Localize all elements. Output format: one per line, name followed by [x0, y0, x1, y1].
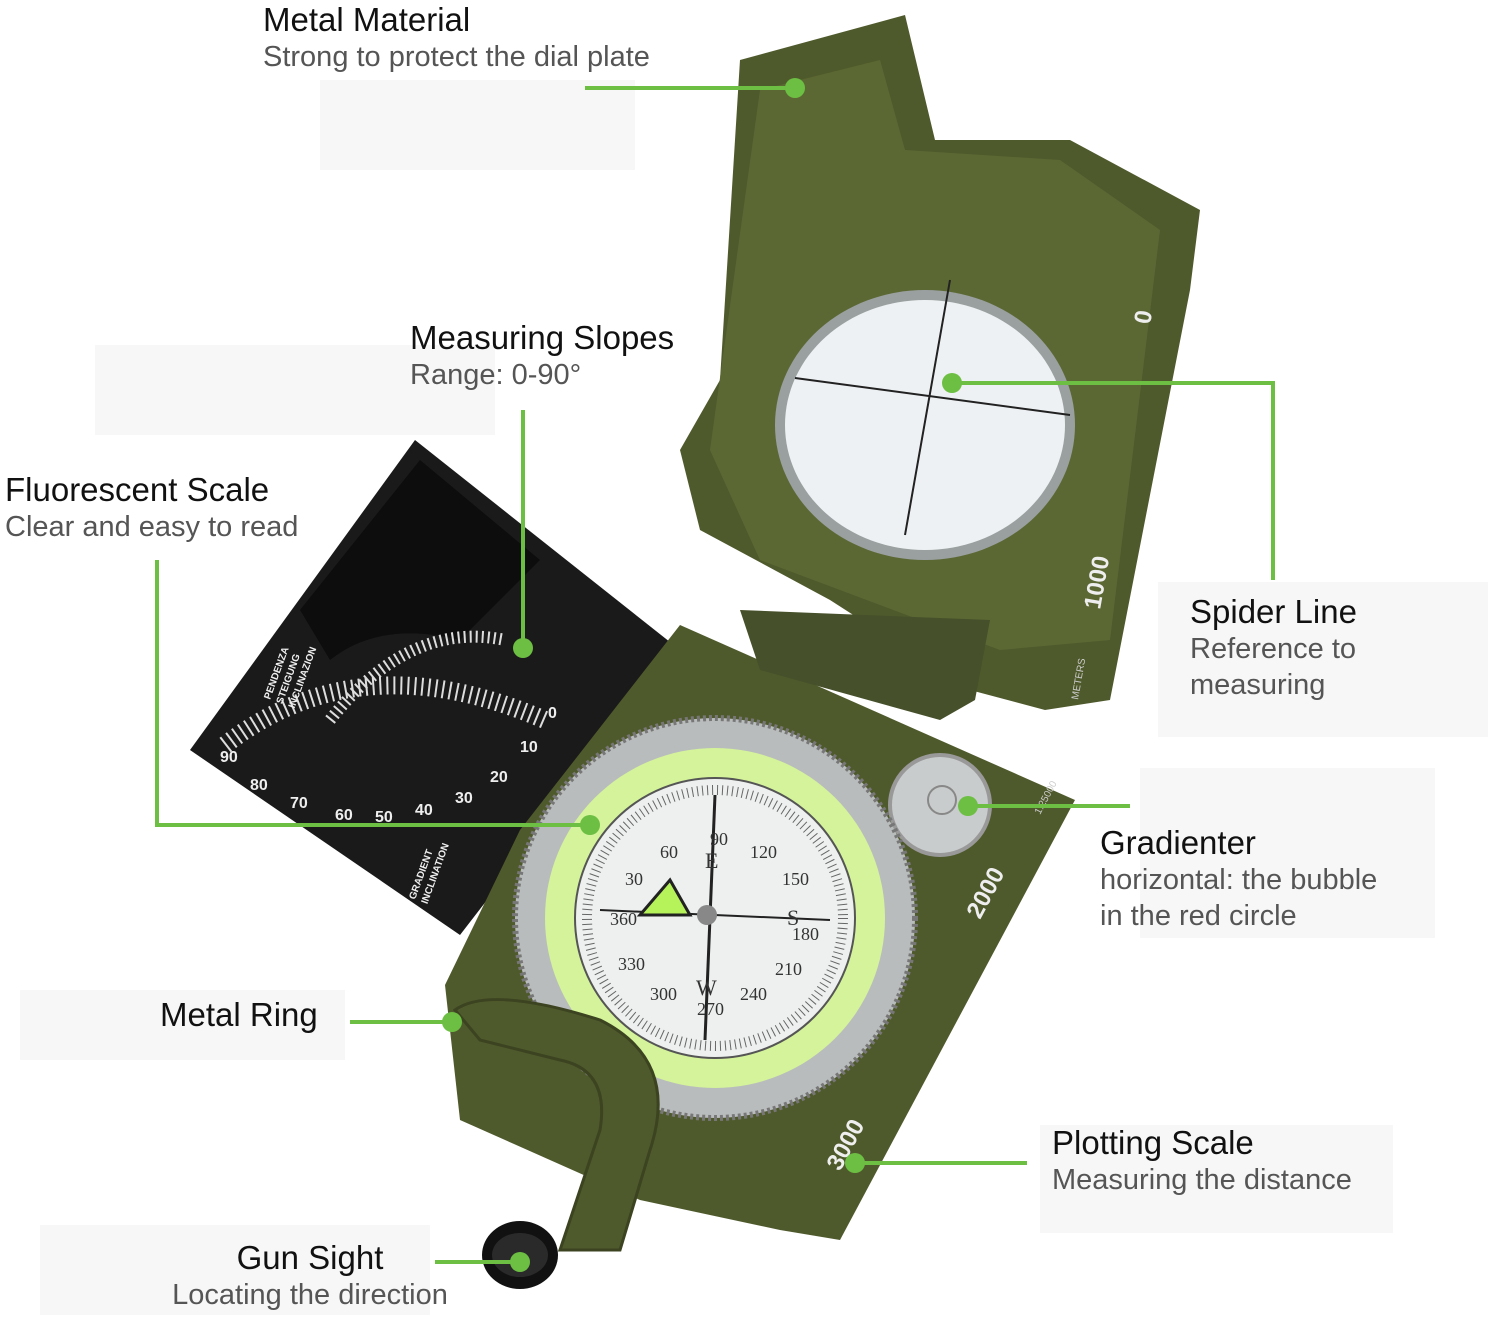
spider-line-horizontal [794, 377, 1071, 416]
callout-subtitle: Locating the direction [172, 1279, 448, 1312]
dial-tick: 60 [660, 842, 678, 862]
callout-subtitle: Measuring the distance [1052, 1164, 1352, 1197]
label-background [40, 1225, 430, 1315]
dial-tick: 30 [625, 869, 643, 889]
dial-e: E [705, 848, 718, 873]
dial-tick: 90 [710, 829, 728, 849]
callout-subtitle: in the red circle [1100, 899, 1297, 932]
clinometer-plate: 90 80 70 60 50 40 30 20 10 0 PENDENZA ST… [190, 440, 680, 935]
clino-deg: 40 [415, 802, 433, 819]
dial-s: S [787, 905, 799, 930]
callout-title: Metal Material [263, 1, 471, 38]
dial-tick: 240 [740, 984, 767, 1004]
dial-tick: 330 [618, 954, 645, 974]
callout-title: Gradienter [1100, 824, 1256, 861]
clino-deg: 30 [455, 790, 473, 807]
callout-title: Metal Ring [160, 996, 318, 1033]
callout-spider-line: Spider Line Reference to measuring [1190, 592, 1357, 703]
clino-deg: 90 [220, 749, 238, 766]
clino-deg: 50 [375, 809, 393, 826]
label-background [20, 990, 345, 1060]
callout-dots [442, 78, 978, 1272]
callout-subtitle: Reference to [1190, 633, 1357, 666]
callout-subtitle: Strong to protect the dial plate [263, 41, 650, 74]
clino-deg: 20 [490, 769, 508, 786]
callout-subtitle: Range: 0-90° [410, 359, 582, 392]
dial-tick: 150 [782, 869, 809, 889]
dial-tick: 120 [750, 842, 777, 862]
label-background [1040, 1125, 1393, 1233]
label-background [320, 80, 635, 170]
callout-subtitle: measuring [1190, 668, 1326, 701]
svg-text:90 80 70: 90 80 70 60 50 40 30 20 10 0 [220, 705, 557, 826]
label-background [1158, 582, 1488, 737]
callout-title: Spider Line [1190, 593, 1357, 630]
callout-metal-material: Metal Material Strong to protect the dia… [263, 0, 650, 76]
callout-gun-sight: Gun Sight Locating the direction [150, 1238, 470, 1314]
label-background [1140, 768, 1435, 938]
compass-lid [680, 15, 1200, 710]
callout-title: Measuring Slopes [410, 319, 675, 356]
dial-tick: 210 [775, 959, 802, 979]
dial-w: W [696, 975, 717, 1000]
callout-lines [155, 86, 1275, 1264]
clino-deg: 0 [548, 705, 557, 722]
spider-line-vertical [904, 279, 951, 536]
clino-deg: 10 [520, 739, 538, 756]
dial-tick: 300 [650, 984, 677, 1004]
callout-title: Gun Sight [236, 1239, 384, 1276]
callout-gradienter: Gradienter horizontal: the bubble in the… [1100, 823, 1377, 934]
callout-plotting-scale: Plotting Scale Measuring the distance [1052, 1123, 1352, 1199]
svg-text:E S W: E S W 360 30 60 90 120 150 180 210 240 2… [610, 829, 824, 1019]
ruler-0: 0 [1129, 308, 1158, 326]
callout-title: Plotting Scale [1052, 1124, 1254, 1161]
callout-fluorescent-scale: Fluorescent Scale Clear and easy to read [5, 470, 298, 546]
clino-deg: 80 [250, 777, 268, 794]
clino-deg: 70 [290, 795, 308, 812]
dial-tick: 180 [792, 924, 819, 944]
dial-tick: 360 [610, 909, 637, 929]
callout-title: Fluorescent Scale [5, 471, 270, 508]
callout-subtitle: horizontal: the bubble [1100, 864, 1378, 897]
label-background [95, 345, 495, 435]
dial-tick: 270 [697, 999, 724, 1019]
callout-measuring-slopes: Measuring Slopes Range: 0-90° [410, 318, 674, 394]
callout-metal-ring: Metal Ring [160, 995, 318, 1035]
callout-subtitle: Clear and easy to read [5, 511, 299, 544]
clino-deg: 60 [335, 807, 353, 824]
